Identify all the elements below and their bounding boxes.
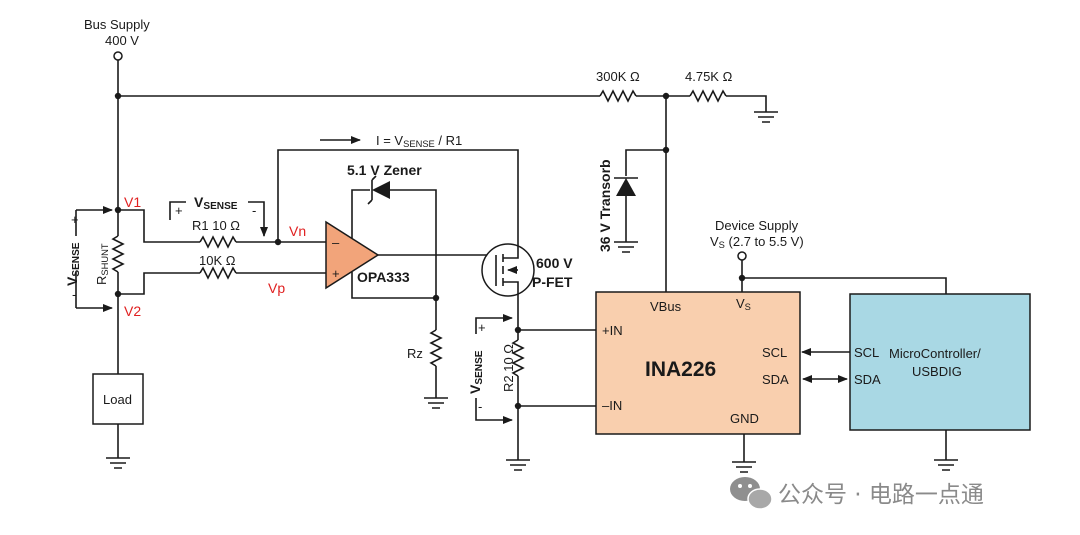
plus-sign: + bbox=[478, 320, 486, 335]
current-arrow: I = VSENSE / R1 bbox=[320, 133, 462, 149]
device-supply-label: Device Supply bbox=[715, 218, 799, 233]
bus-voltage-label: 400 V bbox=[105, 33, 139, 48]
plus-sign: + bbox=[71, 212, 79, 227]
pfet-transistor: 600 V P-FET bbox=[481, 243, 573, 304]
ina226-plus-in-pin: +IN bbox=[602, 323, 623, 338]
ground-symbol bbox=[424, 397, 448, 409]
ina226-sda-pin: SDA bbox=[762, 372, 789, 387]
ina226-vbus-pin: VBus bbox=[650, 299, 682, 314]
vs-range-label: VS (2.7 to 5.5 V) bbox=[710, 234, 804, 250]
bus-supply-terminal: Bus Supply 400 V bbox=[84, 17, 150, 61]
current-equation: I = VSENSE / R1 bbox=[376, 133, 462, 149]
vsense-label-r2: VSENSE bbox=[467, 350, 485, 394]
resistor-4k75: 4.75K Ω bbox=[685, 69, 733, 103]
zener-diode: 5.1 V Zener bbox=[347, 162, 422, 205]
pfet-voltage-label: 600 V bbox=[536, 255, 573, 271]
ina226-chip: VBus VS +IN –IN INA226 SCL SDA GND bbox=[595, 291, 801, 435]
minus-sign: - bbox=[72, 287, 76, 302]
ground-symbol bbox=[614, 241, 638, 253]
resistor-300k-label: 300K Ω bbox=[596, 69, 640, 84]
r10k-label: 10K Ω bbox=[199, 253, 236, 268]
vsense-label-shunt: VSENSE bbox=[64, 242, 82, 286]
device-supply-terminal: Device Supply VS (2.7 to 5.5 V) bbox=[710, 218, 804, 261]
resistor-rz: Rz bbox=[407, 329, 443, 367]
microcontroller-block: SCL SDA MicroController/ USBDIG bbox=[849, 293, 1031, 431]
load-block: Load bbox=[92, 373, 144, 425]
v1-label: V1 bbox=[124, 194, 141, 210]
mcu-scl-pin: SCL bbox=[854, 345, 879, 360]
vsense-label-r1: VSENSE bbox=[194, 194, 238, 212]
opamp-opa333: – + OPA333 bbox=[325, 220, 410, 290]
transorb-label: 36 V Transorb bbox=[597, 159, 613, 252]
plus-sign: + bbox=[175, 203, 183, 218]
minus-sign: - bbox=[478, 399, 482, 414]
ground-symbol bbox=[506, 459, 530, 471]
r2-label: R2 10 Ω bbox=[501, 344, 516, 392]
mcu-name-line2: USBDIG bbox=[912, 364, 962, 379]
ina226-scl-pin: SCL bbox=[762, 345, 787, 360]
resistor-r2: R2 10 Ω bbox=[501, 339, 525, 392]
resistor-10k: 10K Ω bbox=[199, 253, 237, 280]
vn-label: Vn bbox=[289, 223, 306, 239]
resistor-300k: 300K Ω bbox=[596, 69, 640, 103]
mcu-name-line1: MicroController/ bbox=[889, 346, 981, 361]
minus-sign: - bbox=[252, 203, 256, 218]
bus-supply-label: Bus Supply bbox=[84, 17, 150, 32]
ground-symbol bbox=[732, 461, 756, 473]
ground-symbol bbox=[754, 111, 778, 123]
wechat-icon bbox=[730, 477, 773, 510]
resistor-r1: R1 10 Ω bbox=[192, 218, 240, 249]
opamp-minus: – bbox=[332, 235, 340, 250]
load-label: Load bbox=[103, 392, 132, 407]
r1-label: R1 10 Ω bbox=[192, 218, 240, 233]
resistor-4k75-label: 4.75K Ω bbox=[685, 69, 733, 84]
ground-symbol bbox=[106, 457, 130, 469]
watermark: 公众号 · 电路一点通 bbox=[730, 477, 984, 510]
rshunt-label: RSHUNT bbox=[94, 243, 110, 285]
zener-label: 5.1 V Zener bbox=[347, 162, 422, 178]
ground-symbol bbox=[934, 459, 958, 471]
watermark-text: 公众号 · 电路一点通 bbox=[778, 482, 984, 508]
opamp-plus: + bbox=[332, 266, 340, 281]
pfet-label: P-FET bbox=[532, 274, 573, 290]
v2-label: V2 bbox=[124, 303, 141, 319]
ina226-gnd-pin: GND bbox=[730, 411, 759, 426]
vp-label: Vp bbox=[268, 280, 285, 296]
transorb-diode: 36 V Transorb bbox=[597, 159, 638, 252]
ina226-name: INA226 bbox=[645, 358, 716, 381]
ina226-minus-in-pin: –IN bbox=[602, 398, 622, 413]
rz-label: Rz bbox=[407, 346, 423, 361]
mcu-sda-pin: SDA bbox=[854, 372, 881, 387]
opamp-label: OPA333 bbox=[357, 269, 410, 285]
